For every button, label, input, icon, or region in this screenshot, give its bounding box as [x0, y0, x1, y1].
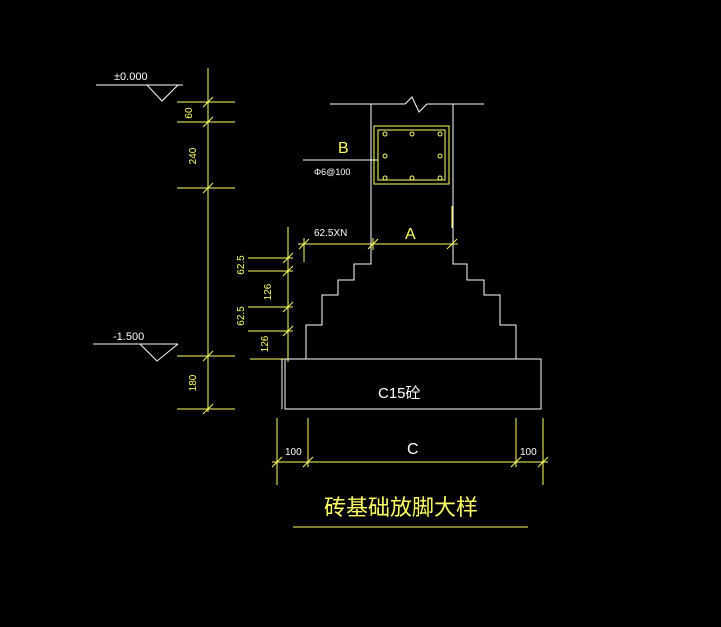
step1-height-label: 126 [263, 283, 274, 300]
stepped-footing [305, 258, 517, 359]
rebar-dots [382, 131, 443, 181]
elevation-bottom-label: -1.500 [113, 331, 144, 343]
step1-width-label: 62.5 [236, 255, 247, 275]
wall-outline [330, 96, 484, 258]
step2-width-label: 62.5 [236, 306, 247, 326]
offset-label: 62.5XN [314, 228, 347, 239]
concrete-label: C15砼 [378, 385, 421, 402]
bottom-dimension [271, 418, 549, 485]
elevation-top-label: ±0.000 [114, 71, 148, 83]
stirrup-label: Φ6@100 [314, 167, 350, 177]
dimension-60: 60 [184, 107, 195, 119]
edge-left-label: 100 [285, 447, 302, 458]
dimension-240: 240 [188, 147, 199, 164]
step-dimension-chain [248, 227, 294, 362]
edge-right-label: 100 [520, 447, 537, 458]
dimension-180: 180 [188, 374, 199, 391]
concrete-base [250, 358, 542, 410]
drawing-title: 砖基础放脚大样 [324, 495, 478, 520]
elevation-marker-bottom: -1.500 [93, 331, 179, 362]
base-width-label: C [407, 441, 419, 458]
step2-height-label: 126 [260, 335, 271, 352]
offset-dimension [298, 238, 458, 262]
beam-label: B [338, 140, 349, 157]
ring-beam [373, 125, 450, 185]
elevation-marker-top: ±0.000 [96, 71, 183, 102]
left-dimension-chain [177, 68, 235, 415]
wall-width-label: A [405, 226, 416, 243]
